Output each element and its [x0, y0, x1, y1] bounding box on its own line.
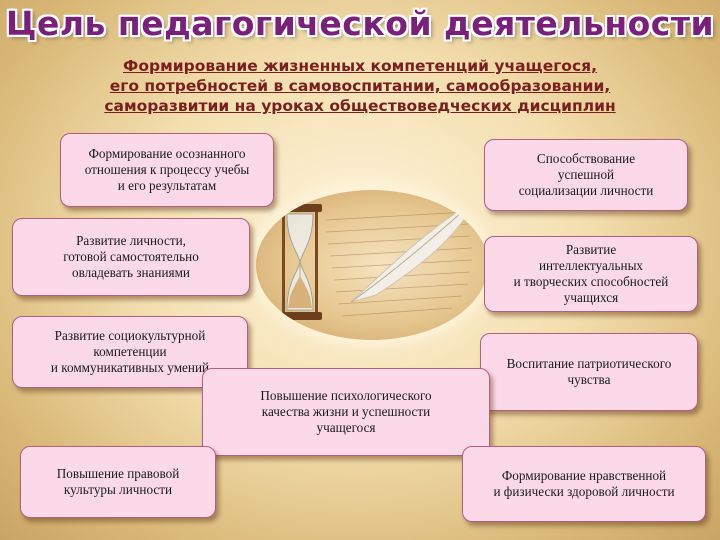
box-text-line: Формирование нравственной [501, 468, 667, 483]
goal-line-3: саморазвитии на уроках обществоведческих… [104, 97, 616, 115]
goal-statement: Формирование жизненных компетенций учаще… [20, 56, 700, 116]
box-text-line: и творческих способностей [513, 274, 669, 289]
box-text-line: отношения к процессу учебы [84, 162, 250, 177]
box-text-line: компетенции [93, 344, 167, 359]
box-text-line: и его результатам [117, 178, 217, 193]
box-text-line: Развитие социокультурной [54, 328, 206, 343]
box-text-line: учащегося [316, 420, 376, 435]
box-text-line: качества жизни и успешности [261, 404, 431, 419]
box-text-line: социализации личности [518, 183, 654, 198]
box-text-line: и коммуникативных умений [50, 360, 210, 375]
goal-line-2: его потребностей в самовоспитании, самоо… [109, 77, 611, 95]
goal-line-1: Формирование жизненных компетенций учаще… [123, 57, 597, 75]
box-text-line: и физически здоровой личности [493, 484, 675, 499]
page-title: Цель педагогической деятельности [5, 4, 715, 43]
box-text-line: готовой самостоятельно [63, 249, 199, 264]
hourglass-quill-illustration [256, 190, 488, 340]
box-text-line: Повышение психологического [260, 388, 432, 403]
box-text-line: овладевать знаниями [72, 265, 190, 280]
box-text-line: Воспитание патриотического [506, 356, 672, 371]
box-text-line: чувства [567, 372, 611, 387]
box-text-line: Способствование [536, 151, 636, 166]
box-text-line: культуры личности [63, 482, 173, 497]
hourglass-quill-icon [278, 198, 478, 320]
box-personal-development: Развитие личности,готовой самостоятельно… [12, 218, 250, 296]
box-text-line: Формирование осознанного [88, 146, 246, 161]
box-text-line: успешной [557, 167, 615, 182]
box-text-line: интеллектуальных [538, 258, 644, 273]
box-text-line: Развитие [565, 242, 617, 257]
box-text-line: Повышение правовой [56, 466, 180, 481]
box-text-line: учащихся [563, 290, 619, 305]
box-text-line: Развитие личности, [76, 233, 186, 248]
